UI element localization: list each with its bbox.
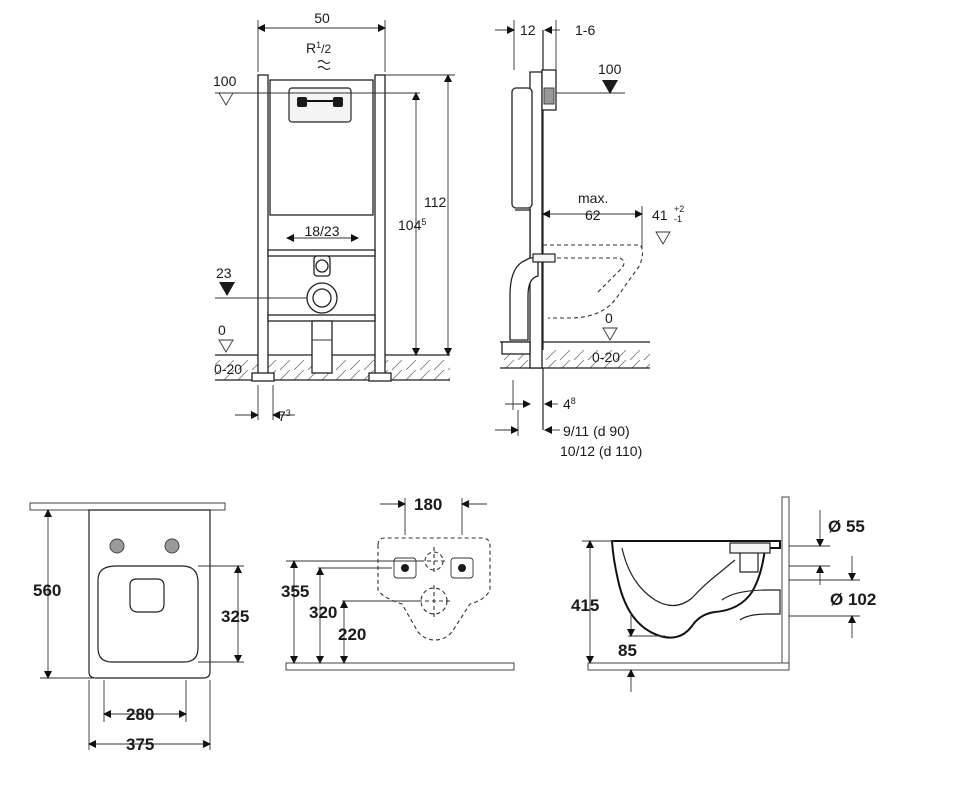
connection-label: R1/2	[306, 40, 331, 56]
bowl-side-wall	[781, 496, 790, 668]
side-floor-range-label: 0-20	[592, 349, 620, 365]
front-level-23-marker	[219, 282, 235, 296]
front-width-label: 50	[314, 10, 330, 26]
drain-pipe	[311, 320, 333, 374]
frame-left-upright	[257, 74, 269, 381]
flush-button-left	[297, 97, 307, 107]
bowl-rear-bolt-spacing-label: 180	[414, 495, 442, 514]
side-pipe-d110-label: 10/12 (d 110)	[560, 443, 642, 459]
bowl-top-seat-outer	[97, 565, 199, 663]
side-cistern-body	[511, 87, 533, 209]
side-pipe-d90-label: 9/11 (d 90)	[563, 423, 630, 439]
frame-right-upright	[374, 74, 386, 381]
side-level-41-tol-minus: -1	[674, 214, 682, 224]
side-view: 12 1-6 100 max. 62 41 +2 -1 0 0-20 48 9/…	[495, 20, 684, 459]
inlet-fitting-hole	[315, 259, 329, 273]
bowl-side-outline	[610, 540, 781, 639]
flush-button-right	[333, 97, 343, 107]
flush-plate	[288, 87, 352, 123]
bowl-rear-bolt-right-hole	[458, 564, 466, 572]
bowl-rear-bolt-right	[450, 557, 474, 579]
foot-offset-label: 73	[278, 408, 291, 424]
side-level-0-label: 0	[605, 310, 613, 326]
front-floor-range-label: 0-20	[214, 361, 242, 377]
bowl-top-wall	[29, 502, 226, 511]
bowl-rear-h220-label: 220	[338, 625, 366, 644]
bowl-rear-view: 180 355 320 220	[281, 495, 515, 671]
bowl-top-bolt-left	[109, 538, 125, 554]
bowl-inner-width-label: 280	[126, 705, 154, 724]
side-bowl-inner	[550, 257, 625, 293]
frame-crossbar-upper	[267, 249, 376, 257]
front-view: 50 R1/2 100 23 0 0-20 18/23 112 1045 73	[213, 10, 455, 424]
bowl-side-inner-curve	[621, 547, 736, 607]
front-level-23-label: 23	[216, 265, 232, 281]
bowl-rear-bolt-left	[393, 557, 417, 579]
front-level-0-marker	[218, 339, 234, 353]
bowl-side-height-label: 415	[571, 596, 599, 615]
side-bowl-bracket	[532, 253, 556, 263]
frame-left-foot	[251, 372, 275, 382]
bowl-length-label: 560	[33, 581, 61, 600]
side-depth-4-label: 48	[563, 396, 576, 412]
bowl-side-view: 415 85 Ø 55 Ø 102	[571, 496, 876, 692]
bowl-rear-bolt-left-hole	[401, 564, 409, 572]
side-level-100-marker	[602, 80, 618, 94]
side-flush-button	[543, 87, 555, 105]
bowl-top-rim-opening	[129, 578, 165, 613]
drain-inner	[312, 288, 332, 308]
bowl-seat-depth-label: 325	[221, 607, 249, 626]
side-level-41-label: 41	[652, 207, 668, 223]
side-level-100-label: 100	[598, 61, 622, 77]
height-104-label: 1045	[398, 217, 426, 233]
bowl-top-outline	[88, 509, 211, 679]
side-bowl-outline	[543, 244, 644, 319]
bowl-rear-h355-label: 355	[281, 582, 309, 601]
bowl-side-inlet-elbow	[739, 553, 759, 573]
side-level-0-marker	[602, 327, 618, 341]
side-drain-elbow	[509, 209, 539, 341]
bowl-rear-floor	[285, 662, 515, 671]
bowl-rear-h320-label: 320	[309, 603, 337, 622]
front-level-100-marker	[218, 92, 234, 106]
bowl-top-bolt-right	[164, 538, 180, 554]
side-max-label: max.	[578, 190, 608, 206]
front-level-0-label: 0	[218, 322, 226, 338]
frame-crossbar-lower	[267, 314, 376, 322]
bowl-rear-outline	[377, 537, 491, 641]
side-drain-outlet	[501, 341, 531, 355]
bowl-side-inlet-spud	[729, 542, 771, 554]
front-level-100-label: 100	[213, 73, 237, 89]
side-max-62-label: 62	[585, 207, 601, 223]
inlet-range-label: 18/23	[304, 223, 339, 239]
bowl-side-d102-label: Ø 102	[830, 590, 876, 609]
bowl-side-outlet	[721, 589, 781, 621]
height-112-label: 112	[424, 194, 447, 210]
side-level-41-tol-plus: +2	[674, 204, 684, 214]
water-connection-icon	[317, 59, 331, 71]
frame-right-foot	[368, 372, 392, 382]
side-adjust-label: 1-6	[575, 22, 595, 38]
bowl-side-floor	[587, 662, 790, 671]
bowl-total-width-label: 375	[126, 735, 154, 754]
bowl-top-view: 560 325 280 375	[29, 502, 249, 754]
side-level-41-marker	[655, 231, 671, 245]
bowl-side-drop-label: 85	[618, 641, 637, 660]
side-depth-12-label: 12	[520, 22, 536, 38]
bowl-side-d55-label: Ø 55	[828, 517, 865, 536]
